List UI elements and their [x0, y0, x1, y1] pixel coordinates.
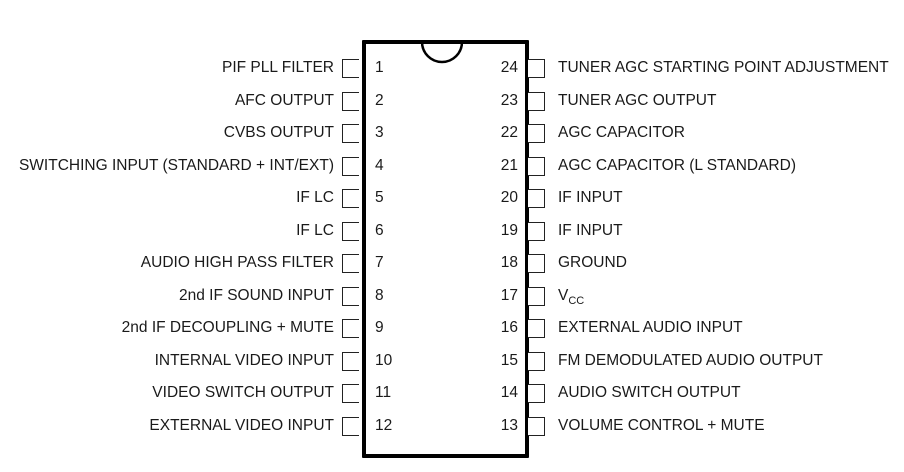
- pin-number: 17: [500, 286, 518, 304]
- pin-label: PIF PLL FILTER: [222, 58, 334, 78]
- pin-label: CVBS OUTPUT: [224, 123, 334, 143]
- pin-lead: [342, 416, 359, 436]
- pin-label-text: TUNER AGC OUTPUT: [558, 91, 717, 109]
- pin-number: 6: [375, 221, 384, 239]
- pin-label-text: SWITCHING INPUT (STANDARD + INT/EXT): [18, 156, 334, 174]
- pin-label-text: IF INPUT: [558, 189, 623, 206]
- pin-number: 5: [375, 189, 384, 206]
- pin-label: EXTERNAL VIDEO INPUT: [149, 416, 334, 436]
- pin-label-text: AGC CAPACITOR: [558, 124, 685, 141]
- pin-lead: [342, 91, 359, 111]
- pin-label-text: EXTERNAL AUDIO INPUT: [558, 319, 743, 336]
- pin-label-text: FM DEMODULATED AUDIO OUTPUT: [558, 351, 823, 369]
- pin-label-text: VIDEO SWITCH OUTPUT: [152, 384, 334, 401]
- pin-number: 1: [375, 59, 384, 76]
- pin-lead: [342, 221, 359, 241]
- pin-label: SWITCHING INPUT (STANDARD + INT/EXT): [19, 156, 334, 176]
- pin-label: VCC: [558, 286, 584, 311]
- pin-label-text: 2nd IF SOUND INPUT: [178, 286, 334, 304]
- pin-lead: [342, 384, 359, 403]
- pin-label-text: IF INPUT: [558, 221, 623, 239]
- pin-lead: [342, 156, 359, 176]
- pin-label: EXTERNAL AUDIO INPUT: [558, 318, 743, 338]
- pin-number: 21: [500, 156, 518, 174]
- pin-number: 18: [500, 254, 518, 271]
- pin-label-text: AUDIO SWITCH OUTPUT: [558, 384, 741, 401]
- pin-number: 16: [500, 319, 518, 336]
- pin-number: 13: [500, 416, 518, 434]
- pin-lead: [528, 254, 545, 273]
- pin-label-text: IF LC: [296, 189, 334, 206]
- pin-number: 2: [375, 91, 384, 109]
- pin-lead: [528, 221, 545, 241]
- pin-label-text: PIF PLL FILTER: [222, 59, 334, 76]
- pin-lead: [528, 91, 545, 111]
- pin-label: TUNER AGC OUTPUT: [558, 91, 716, 111]
- pin-lead: [528, 59, 545, 78]
- pin-label: IF INPUT: [558, 188, 623, 208]
- pin-number: 23: [500, 91, 518, 109]
- pin-number: 10: [375, 351, 393, 369]
- pin-lead: [342, 189, 359, 208]
- pin-label: AUDIO SWITCH OUTPUT: [558, 383, 741, 403]
- pin-lead: [342, 351, 359, 371]
- pin-number: 24: [500, 59, 518, 76]
- pin-lead: [342, 124, 359, 143]
- pin-number: 11: [375, 384, 392, 401]
- pin-number: 22: [500, 124, 518, 141]
- pin-label: 2nd IF SOUND INPUT: [179, 286, 334, 306]
- pin-lead: [342, 286, 359, 306]
- pin-lead: [342, 59, 359, 78]
- pin-label: 2nd IF DECOUPLING + MUTE: [122, 318, 334, 338]
- pin-lead: [528, 416, 545, 436]
- ic-body: [362, 40, 529, 458]
- pin-label-text: V: [558, 286, 569, 304]
- pin-lead: [528, 351, 545, 371]
- pin-label-text: VOLUME CONTROL + MUTE: [558, 416, 765, 434]
- pin-number: 4: [375, 156, 384, 174]
- pin-label: TUNER AGC STARTING POINT ADJUSTMENT: [558, 58, 889, 78]
- pin-label: IF INPUT: [558, 221, 623, 241]
- pin-label: GROUND: [558, 253, 627, 273]
- pin-lead: [342, 319, 359, 338]
- pin-label-text: GROUND: [558, 254, 627, 271]
- pin-lead: [528, 319, 545, 338]
- pin-number: 19: [500, 221, 518, 239]
- pin-label-text: AFC OUTPUT: [234, 91, 334, 109]
- pin-label: AUDIO HIGH PASS FILTER: [141, 253, 334, 273]
- pin-label-text: CVBS OUTPUT: [223, 124, 334, 141]
- pin-number: 8: [375, 286, 384, 304]
- pin-label: FM DEMODULATED AUDIO OUTPUT: [558, 351, 823, 371]
- pin-label: AGC CAPACITOR: [558, 123, 685, 143]
- pin-number: 14: [500, 384, 518, 401]
- pin-label-subscript: CC: [568, 294, 585, 307]
- pin-label-text: INTERNAL VIDEO INPUT: [154, 351, 334, 369]
- pin-number: 15: [500, 351, 518, 369]
- pin-label-text: AUDIO HIGH PASS FILTER: [140, 254, 334, 271]
- pin1-notch-icon: [421, 42, 463, 64]
- pin-number: 3: [375, 124, 384, 141]
- pin-number: 12: [375, 416, 393, 434]
- pin-lead: [528, 384, 545, 403]
- pin-lead: [528, 286, 545, 306]
- pin-number: 7: [375, 254, 384, 271]
- pin-label-text: AGC CAPACITOR (L STANDARD): [558, 156, 796, 174]
- pin-lead: [528, 156, 545, 176]
- pin-label: VOLUME CONTROL + MUTE: [558, 416, 765, 436]
- pin-number: 20: [500, 189, 518, 206]
- pin-label: IF LC: [296, 188, 334, 208]
- pin-label: AFC OUTPUT: [235, 91, 334, 111]
- pin-label: INTERNAL VIDEO INPUT: [155, 351, 334, 371]
- pin-label: AGC CAPACITOR (L STANDARD): [558, 156, 796, 176]
- pin-label-text: TUNER AGC STARTING POINT ADJUSTMENT: [558, 59, 889, 76]
- pin-lead: [342, 254, 359, 273]
- pin-label-text: IF LC: [296, 221, 334, 239]
- pin-label: VIDEO SWITCH OUTPUT: [152, 383, 334, 403]
- pin-label: IF LC: [296, 221, 334, 241]
- pin-number: 9: [375, 319, 384, 336]
- pin-lead: [528, 189, 545, 208]
- pin-label-text: 2nd IF DECOUPLING + MUTE: [121, 319, 334, 336]
- pin-label-text: EXTERNAL VIDEO INPUT: [149, 416, 334, 434]
- pin-lead: [528, 124, 545, 143]
